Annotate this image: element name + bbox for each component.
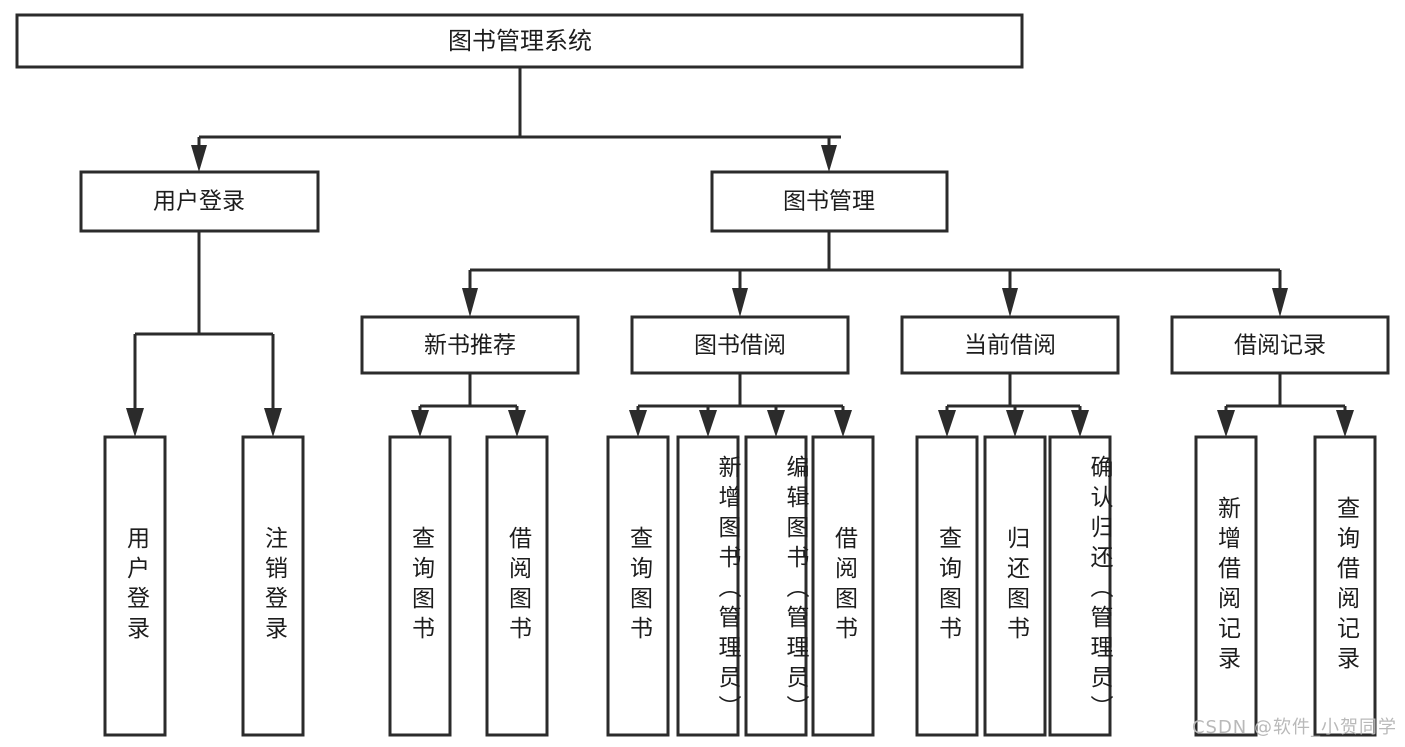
node-user-login-box[interactable] (79, 170, 320, 233)
arrow-head-leaf-add-record (1217, 410, 1235, 437)
node-book-management-label: 图书管理 (783, 189, 875, 215)
arrow-head-leaf-add-book (699, 410, 717, 437)
node-user-login-label: 用户登录 (153, 189, 245, 215)
leaf-node-box[interactable] (915, 435, 979, 737)
node-current-borrow-label: 当前借阅 (964, 333, 1056, 359)
leaf-node-box[interactable] (811, 435, 875, 737)
leaf-node-box[interactable] (744, 435, 808, 737)
node-user-login[interactable]: 用户登录 (79, 170, 320, 233)
leaf-node-box[interactable] (983, 435, 1047, 737)
arrow-head-new-book (462, 288, 478, 317)
arrow-head-leaf-confirm-return (1071, 410, 1089, 437)
node-book-borrow-label: 图书借阅 (694, 333, 786, 359)
node-root[interactable]: 图书管理系统 (15, 13, 1024, 69)
node-current-borrow[interactable]: 当前借阅 (900, 315, 1120, 375)
node-borrow-records[interactable]: 借阅记录 (1170, 315, 1390, 375)
leaf-node-box[interactable] (388, 435, 452, 737)
arrow-head-leaf-query-book-3 (938, 410, 956, 437)
watermark-text: CSDN @软件_小贺同学 (1191, 717, 1397, 738)
arrow-head-borrow (732, 288, 748, 317)
node-new-book-recommend-label: 新书推荐 (424, 333, 516, 359)
arrow-head-leaf-query-record (1336, 410, 1354, 437)
arrow-head-leaf-query-book-2 (629, 410, 647, 437)
node-book-management-box[interactable] (710, 170, 949, 233)
node-current-borrow-box[interactable] (900, 315, 1120, 375)
arrow-head-current (1002, 288, 1018, 317)
node-book-borrow-box[interactable] (630, 315, 850, 375)
leaf-boxes-group (103, 435, 1377, 737)
arrow-head-leaf-query-book-1 (411, 410, 429, 437)
arrow-head-leaf-return-book (1006, 410, 1024, 437)
leaf-node-box[interactable] (606, 435, 670, 737)
node-new-book-recommend[interactable]: 新书推荐 (360, 315, 580, 375)
nodes-group: 图书管理系统 用户登录 图书管理 新书推荐 图书借阅 (15, 13, 1390, 375)
arrow-head-leaf-borrow-book-2 (834, 410, 852, 437)
node-borrow-records-box[interactable] (1170, 315, 1390, 375)
node-root-label: 图书管理系统 (448, 27, 592, 55)
leaf-node-box[interactable] (241, 435, 305, 737)
connectors-group (126, 67, 1354, 437)
arrow-head-records (1272, 288, 1288, 317)
leaf-node-box[interactable] (676, 435, 740, 737)
arrow-head-to-book-mgmt (821, 145, 837, 172)
node-borrow-records-label: 借阅记录 (1234, 333, 1326, 359)
arrow-head-leaf-user-login (126, 408, 144, 437)
node-book-borrow[interactable]: 图书借阅 (630, 315, 850, 375)
leaf-node-box[interactable] (485, 435, 549, 737)
node-new-book-recommend-box[interactable] (360, 315, 580, 375)
leaf-node-box[interactable] (1048, 435, 1112, 737)
arrow-head-leaf-borrow-book-1 (508, 410, 526, 437)
leaf-node-box[interactable] (1313, 435, 1377, 737)
leaf-node-box[interactable] (1194, 435, 1258, 737)
node-book-management[interactable]: 图书管理 (710, 170, 949, 233)
arrow-head-to-user-login (191, 145, 207, 172)
arrow-head-leaf-logout (264, 408, 282, 437)
node-root-box[interactable] (15, 13, 1024, 69)
leaf-node-box[interactable] (103, 435, 167, 737)
arrow-head-leaf-edit-book (767, 410, 785, 437)
